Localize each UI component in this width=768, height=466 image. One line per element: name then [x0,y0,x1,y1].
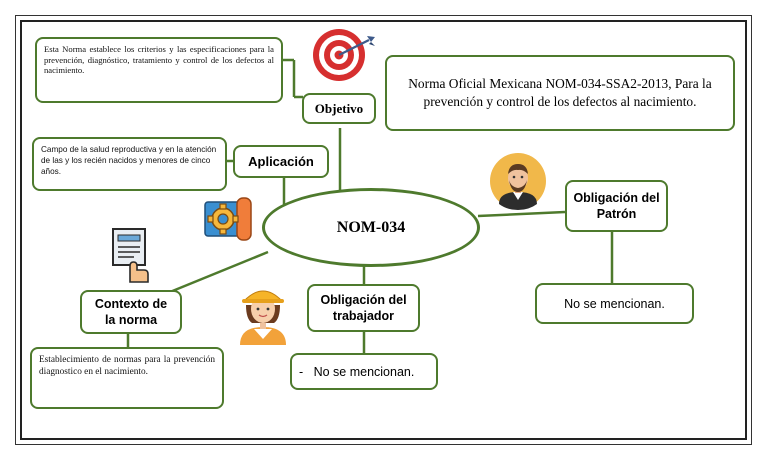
worker-woman-icon [240,290,286,345]
objetivo-label-box: Objetivo [302,93,376,124]
boss-man-icon [490,153,546,210]
contexto-description-box: Establecimiento de normas para la preven… [30,347,224,409]
obligacion-trabajador-value-box: - No se mencionan. [290,353,438,390]
objetivo-label: Objetivo [314,100,364,116]
central-node: NOM-034 [262,188,480,267]
gear-blueprint-icon [204,197,252,241]
title-text: Norma Oficial Mexicana NOM-034-SSA2-2013… [408,76,712,109]
target-icon [313,29,375,81]
obligacion-patron-value-box: No se mencionan. [535,283,694,324]
obligacion-trabajador-label-box: Obligación del trabajador [307,284,420,332]
contexto-label-box: Contexto de la norma [80,290,182,334]
obligacion-patron-label: Obligación del Patrón [573,191,660,221]
contexto-label: Contexto de la norma [94,297,168,327]
aplicacion-label-box: Aplicación [233,145,329,178]
objetivo-description-box: Esta Norma establece los criterios y las… [35,37,283,103]
contexto-description: Establecimiento de normas para la preven… [39,355,215,378]
document-hand-icon [112,228,149,283]
obligacion-trabajador-value: - No se mencionan. [299,364,415,379]
line-contexto [169,250,269,294]
aplicacion-description-box: Campo de la salud reproductiva y en la a… [32,137,227,191]
objetivo-description: Esta Norma establece los criterios y las… [44,44,274,76]
central-node-label: NOM-034 [336,218,406,236]
outer-frame [15,15,752,445]
title-box: Norma Oficial Mexicana NOM-034-SSA2-2013… [385,55,735,131]
aplicacion-label: Aplicación [248,154,314,169]
aplicacion-description: Campo de la salud reproductiva y en la a… [41,145,217,176]
obligacion-patron-value: No se mencionan. [564,296,665,311]
obligacion-patron-label-box: Obligación del Patrón [565,180,668,232]
line-patron [477,210,566,218]
obligacion-trabajador-label: Obligación del trabajador [320,293,407,323]
inner-frame [20,20,747,440]
